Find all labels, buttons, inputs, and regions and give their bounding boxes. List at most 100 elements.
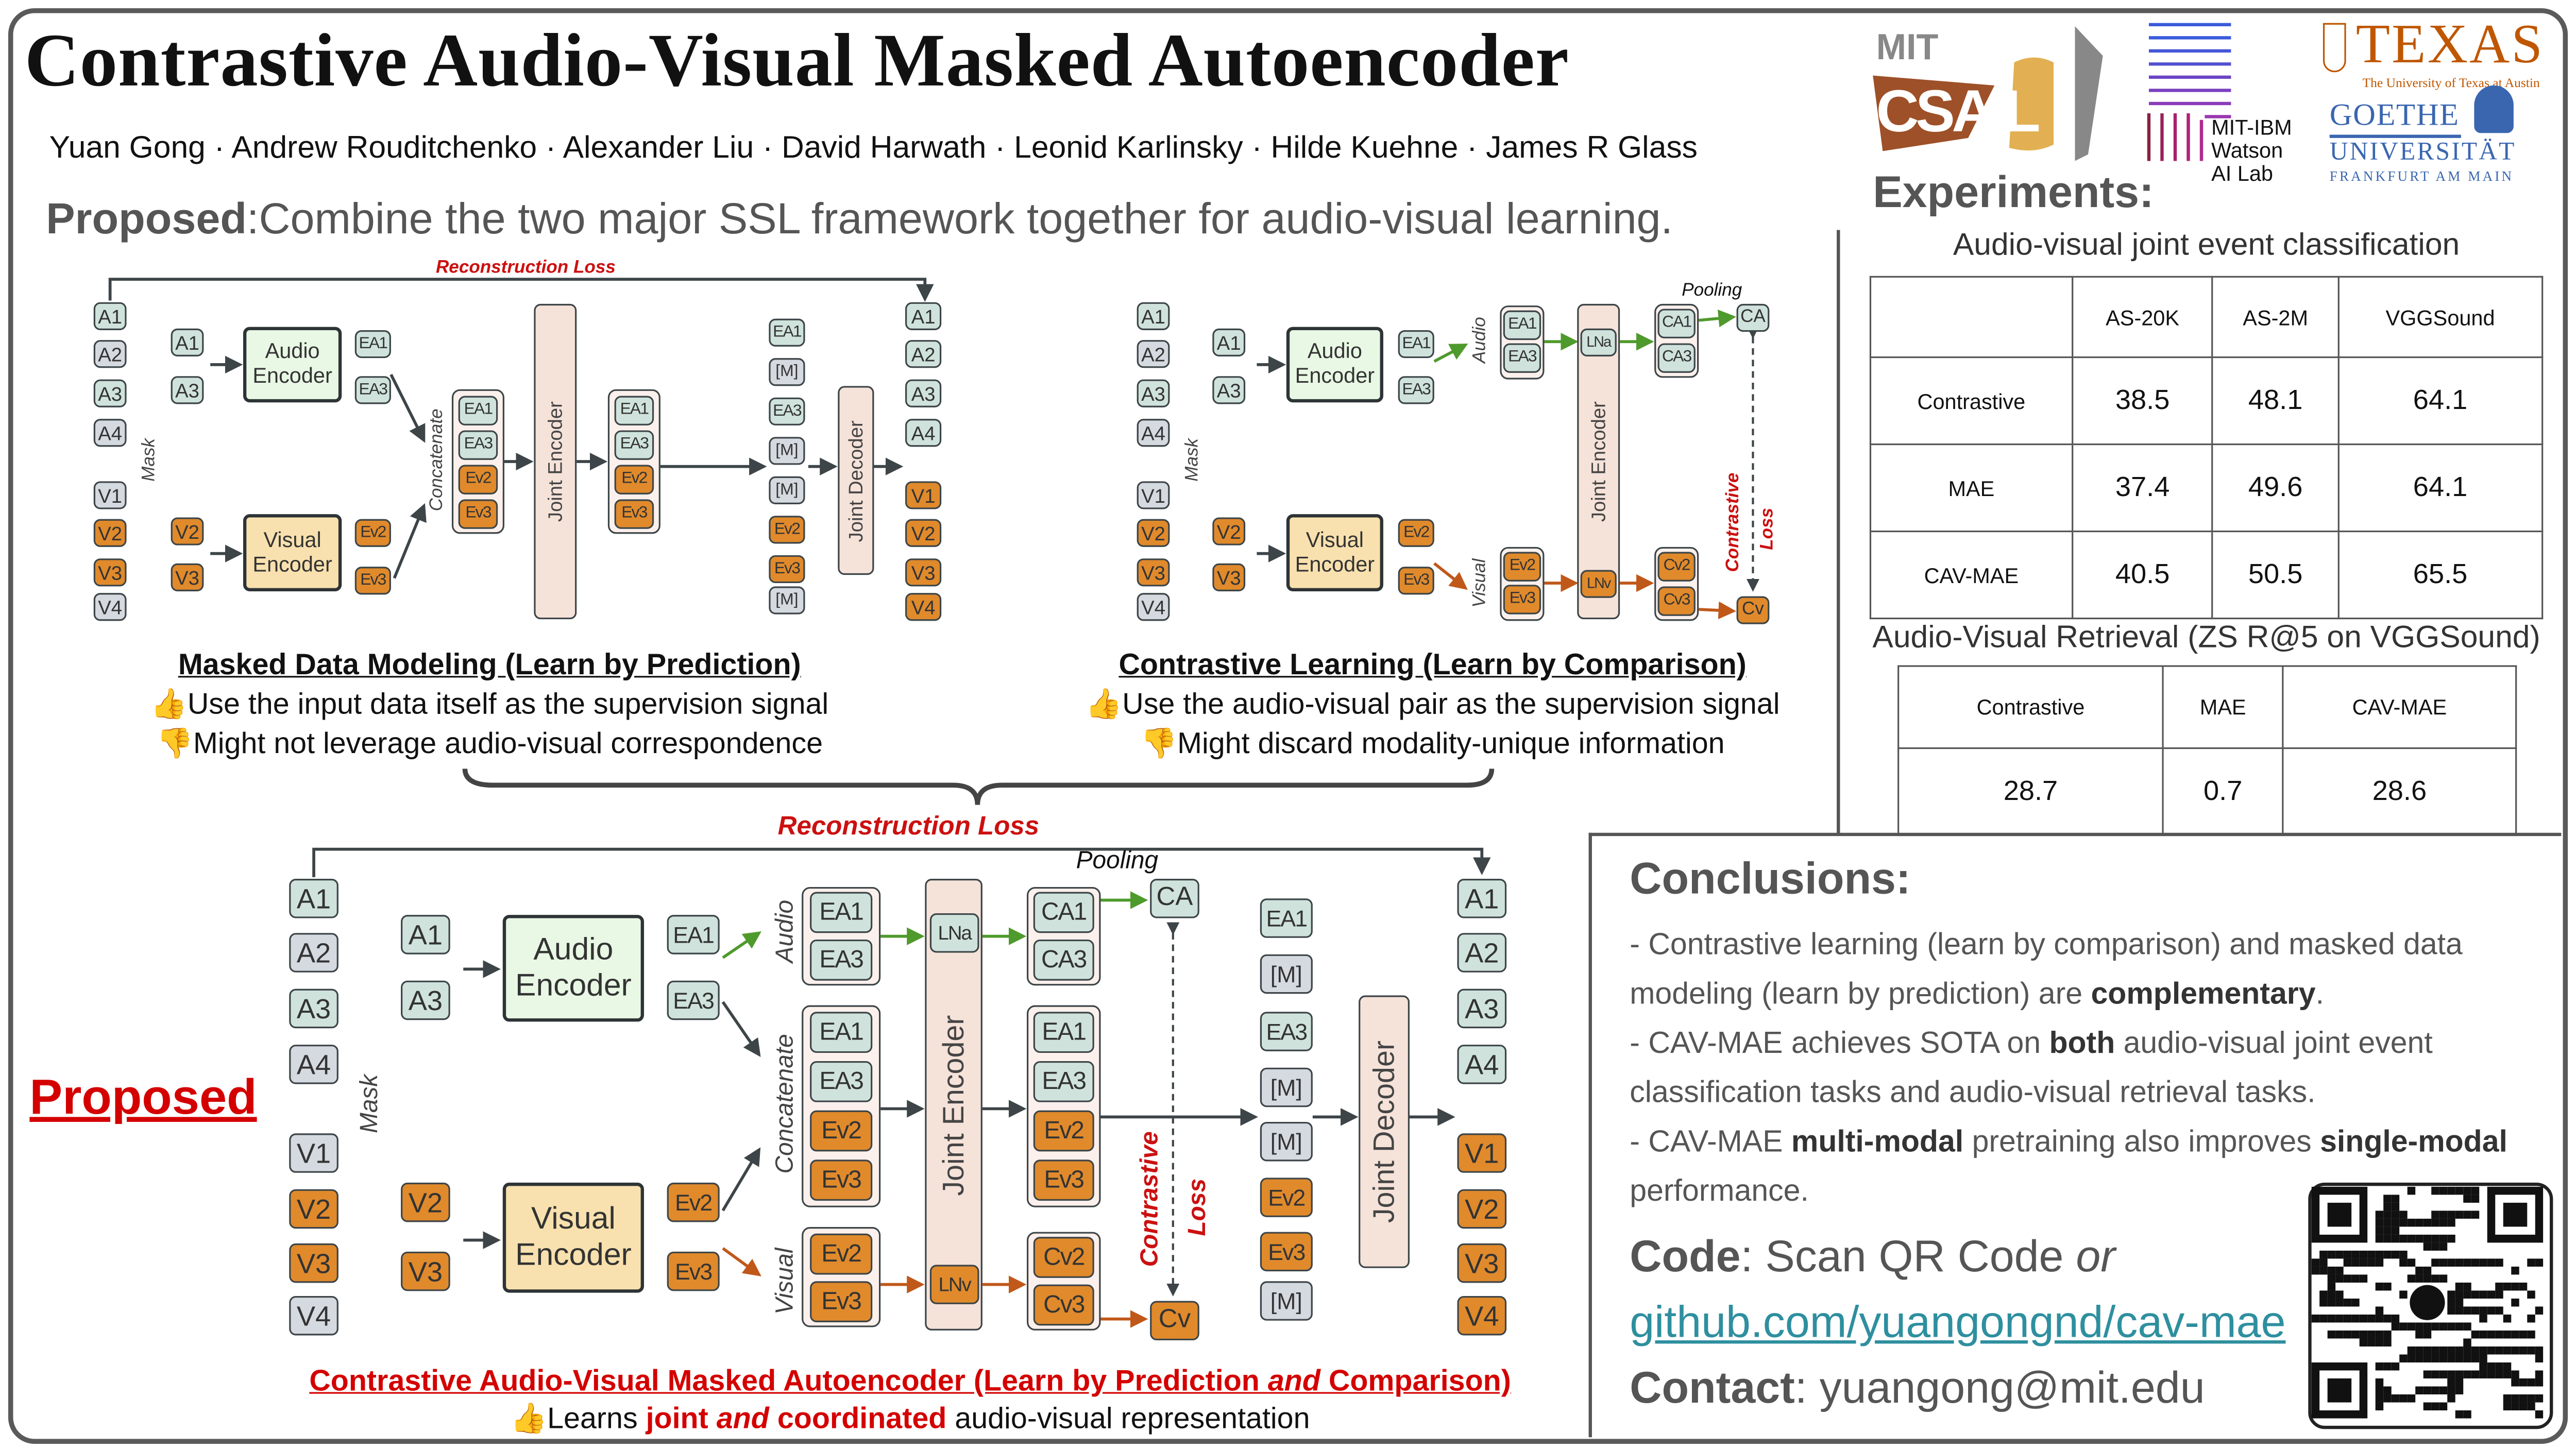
table-cell: 38.5 <box>2071 356 2214 446</box>
table-cell: 40.5 <box>2071 530 2214 620</box>
token: V1 <box>905 481 942 509</box>
token: Ev3 <box>810 1281 873 1322</box>
ibm-logo-line: MIT-IBM <box>2211 115 2292 140</box>
conclusions-list: - Contrastive learning (learn by compari… <box>1630 920 2558 1216</box>
mdm-pro: 👍Use the input data itself as the superv… <box>150 687 829 721</box>
token: A4 <box>1457 1045 1507 1084</box>
token: A1 <box>1212 328 1246 356</box>
token: A4 <box>93 419 127 447</box>
token: EA3 <box>1260 1012 1313 1051</box>
token: Ev3 <box>1503 585 1541 615</box>
table-header: MAE <box>2162 665 2284 749</box>
token: V4 <box>1457 1295 1507 1336</box>
svg-text:MIT: MIT <box>1876 26 1939 67</box>
mdm-caption-title: Masked Data Modeling (Learn by Predictio… <box>178 647 801 681</box>
token: V3 <box>1457 1243 1507 1283</box>
token: V3 <box>289 1243 338 1283</box>
token: A1 <box>401 915 450 954</box>
proposed-text: :Combine the two major SSL framework tog… <box>247 194 1673 243</box>
token: EA1 <box>1033 1012 1094 1053</box>
visual-encoder: Visual Encoder <box>502 1182 645 1293</box>
reconstruction-loss-label: Reconstruction Loss <box>435 258 616 278</box>
table-cell: 28.6 <box>2282 747 2517 837</box>
benefit-part: coordinated <box>777 1402 947 1435</box>
joint-decoder: Joint Decoder <box>838 386 874 575</box>
token: EA3 <box>667 980 720 1020</box>
token: [M] <box>769 358 805 386</box>
token: A2 <box>93 340 127 368</box>
token: EA1 <box>769 318 805 347</box>
concatenate-label-label: Concatenate <box>427 408 447 512</box>
audio-encoder: Audio Encoder <box>502 915 645 1022</box>
visual-encoder: Visual Encoder <box>243 514 342 591</box>
token: Ev3 <box>614 499 654 529</box>
token: A2 <box>905 340 942 368</box>
divider <box>1588 832 1592 1438</box>
benefit-part: audio-visual representation <box>946 1402 1310 1435</box>
mask-label-label: Mask <box>140 438 160 482</box>
texas-subtitle: The University of Texas at Austin <box>2362 75 2540 91</box>
token: V1 <box>289 1133 338 1173</box>
token: Cv3 <box>1033 1284 1094 1326</box>
ut-shield-icon <box>2323 23 2346 73</box>
token: A2 <box>1137 340 1170 368</box>
table-header: AS-20K <box>2071 276 2214 359</box>
contact-email[interactable]: : yuangong@mit.edu <box>1794 1363 2205 1413</box>
token: V1 <box>1137 481 1170 509</box>
goethe-l1: GOETHE <box>2329 98 2460 133</box>
token: V2 <box>401 1182 450 1222</box>
table-row: MAE 37.4 49.6 64.1 <box>1869 443 2544 533</box>
token: EA3 <box>354 376 391 404</box>
token: V2 <box>1137 519 1170 547</box>
mdm-con: 👎Might not leverage audio-visual corresp… <box>156 727 823 760</box>
conclusion-text: . <box>2315 976 2324 1011</box>
conclusion-item: - CAV-MAE achieves SOTA on both audio-vi… <box>1630 1018 2558 1117</box>
token: V2 <box>905 519 942 547</box>
token: EA1 <box>810 892 873 933</box>
token: EA3 <box>810 939 873 981</box>
token: A3 <box>1137 379 1170 407</box>
conclusion-item: - Contrastive learning (learn by compari… <box>1630 920 2558 1018</box>
audio-encoder: Audio Encoder <box>243 327 342 403</box>
token: EA3 <box>1398 376 1434 404</box>
token: Cv3 <box>1657 586 1696 616</box>
pooling-label: Pooling <box>1076 846 1159 875</box>
token: CA3 <box>1657 343 1696 373</box>
token: V4 <box>289 1295 338 1336</box>
joint-encoder-label: Joint Encoder <box>936 1014 970 1195</box>
caption-part: Contrastive Audio-Visual Masked Autoenco… <box>309 1364 1268 1397</box>
token: [M] <box>769 437 805 465</box>
token: V4 <box>905 593 942 621</box>
token: A4 <box>905 419 942 447</box>
github-link[interactable]: github.com/yuangongnd/cav-mae <box>1630 1298 2286 1347</box>
conclusion-text: - CAV-MAE achieves SOTA on <box>1630 1025 2049 1060</box>
token: Ev2 <box>1503 552 1541 582</box>
token: EA1 <box>1398 330 1434 359</box>
token: EA1 <box>810 1012 873 1053</box>
proposed-tag: Proposed <box>29 1071 257 1126</box>
table-cell: 0.7 <box>2162 747 2284 837</box>
contact-line: Contact: yuangong@mit.edu <box>1630 1363 2205 1414</box>
token: Ev2 <box>354 519 391 547</box>
token: EA3 <box>1033 1061 1094 1102</box>
token: A2 <box>289 933 338 973</box>
token: CA1 <box>1033 892 1094 933</box>
proposed-label: Proposed <box>46 194 247 243</box>
classification-table: AS-20K AS-2M VGGSound Contrastive 38.5 4… <box>1869 276 2544 620</box>
token: [M] <box>1260 1281 1313 1321</box>
cavmae-caption-title: Contrastive Audio-Visual Masked Autoenco… <box>309 1364 1511 1399</box>
mit-csail-logo: MIT CSAIL <box>1870 20 2108 164</box>
token: A1 <box>171 328 204 356</box>
table-cell: 48.1 <box>2212 356 2340 446</box>
token: CA <box>1736 303 1770 332</box>
caption-part: and <box>1267 1364 1320 1397</box>
goethe-logo: GOETHE UNIVERSITÄT FRANKFURT AM MAIN <box>2329 85 2516 183</box>
proposed-summary: Proposed:Combine the two major SSL frame… <box>46 194 1673 245</box>
token: Ev3 <box>1260 1232 1313 1272</box>
qr-code-icon <box>2311 1186 2544 1419</box>
token: A3 <box>401 980 450 1020</box>
token: V1 <box>93 481 127 509</box>
poster-title: Contrastive Audio-Visual Masked Autoenco… <box>24 18 1569 102</box>
code-label: Code <box>1630 1232 1741 1282</box>
svg-text:CSAIL: CSAIL <box>1876 78 2039 144</box>
